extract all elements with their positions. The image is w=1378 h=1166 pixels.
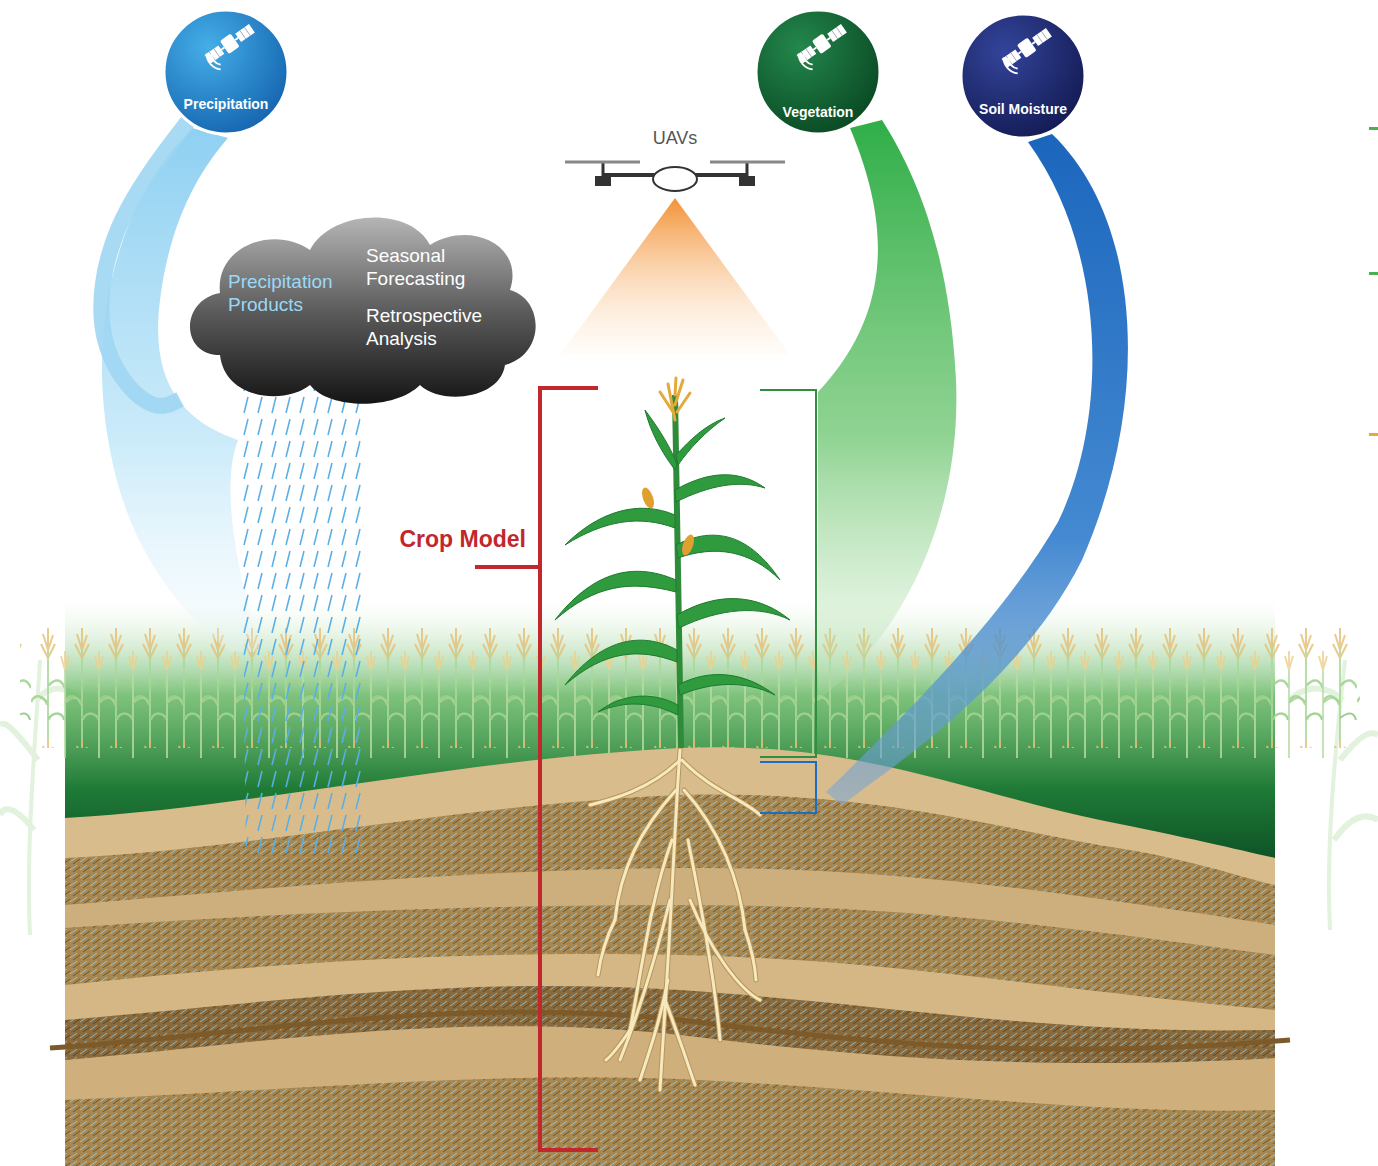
corn-plant (680, 533, 697, 557)
roots (590, 750, 760, 1090)
uav-view-cone (560, 198, 790, 355)
corn-plant (645, 410, 677, 470)
roots (660, 750, 680, 1090)
satellite-badge: Vegetation (754, 8, 882, 136)
badge-circle (164, 10, 288, 134)
badge-label: Vegetation (783, 104, 854, 121)
uav-view-cone (560, 198, 790, 355)
roots (640, 980, 668, 1080)
corn-plant (660, 378, 690, 420)
corn-plant (555, 410, 790, 715)
satellite-badge: Precipitation (162, 8, 290, 136)
precipitation-cloud: Precipitation ProductsSeasonal Forecasti… (180, 205, 540, 405)
uav-drone (595, 176, 611, 186)
corn-plant (598, 696, 678, 715)
edge-marks (1369, 272, 1378, 275)
badge-label: Precipitation (184, 96, 269, 113)
uav-drone (746, 163, 749, 176)
soil-layers (65, 954, 1275, 1166)
badge-circle (162, 8, 290, 136)
roots (682, 760, 760, 815)
satellite-icon (795, 22, 848, 70)
uav-drone (710, 161, 785, 164)
uav-drone (653, 167, 697, 191)
edge-marks (1369, 127, 1378, 436)
corn-plant (675, 475, 765, 502)
soil-layers (50, 747, 1290, 1166)
roots (598, 920, 756, 1060)
rain (240, 382, 366, 860)
corn-plant (555, 378, 790, 748)
soil-layers (65, 986, 1275, 1166)
edge-marks (1369, 433, 1378, 436)
badge-circle (754, 8, 882, 136)
model-label: Crop Model (320, 526, 526, 554)
roots (690, 900, 760, 1000)
model-brackets (475, 388, 816, 1150)
sensor-bands (818, 120, 956, 700)
badge-circle (756, 10, 880, 134)
roots (665, 1000, 695, 1085)
uav-drone (739, 176, 755, 186)
corn-plant (660, 378, 690, 420)
corn-plant (640, 486, 657, 510)
roots (682, 760, 760, 815)
satellite-icon (1000, 26, 1053, 74)
corn-plant (678, 675, 775, 695)
badge-circle (961, 14, 1085, 138)
model-brackets (540, 388, 598, 1150)
badge-circle (959, 12, 1087, 140)
cloud-label: Precipitation Products (228, 271, 356, 317)
uav-drone (565, 161, 640, 164)
roots (688, 840, 720, 1040)
roots (590, 760, 680, 805)
uav-label: UAVs (625, 128, 725, 150)
roots (688, 840, 720, 1040)
uav-drone (565, 162, 785, 191)
model-brackets (760, 390, 816, 757)
satellite-icon (203, 22, 256, 70)
data-flow-band (101, 121, 188, 406)
sensor-bands (826, 134, 1128, 805)
cloud-label: Seasonal Forecasting (366, 245, 500, 291)
edge-marks (1369, 127, 1378, 130)
corn-plant (677, 599, 790, 628)
model-brackets (475, 565, 540, 569)
model-brackets (760, 762, 816, 813)
corn-plant (565, 508, 675, 545)
cloud-outline (190, 217, 536, 403)
corn-plant (555, 571, 676, 620)
rain (240, 382, 366, 860)
soil-layers (65, 1077, 1275, 1166)
roots (665, 1000, 695, 1085)
satellite-badge: Soil Moisture (959, 12, 1087, 140)
roots (590, 750, 760, 1090)
cloud-label: Retrospective Analysis (366, 305, 500, 351)
cloud-outline (180, 205, 540, 405)
crop-field (40, 648, 1340, 758)
uav-drone (602, 163, 605, 176)
badge-label: Soil Moisture (979, 101, 1067, 118)
corn-plant (565, 640, 677, 685)
roots (598, 920, 756, 1060)
corn-plant (676, 418, 725, 465)
roots (590, 750, 760, 1090)
